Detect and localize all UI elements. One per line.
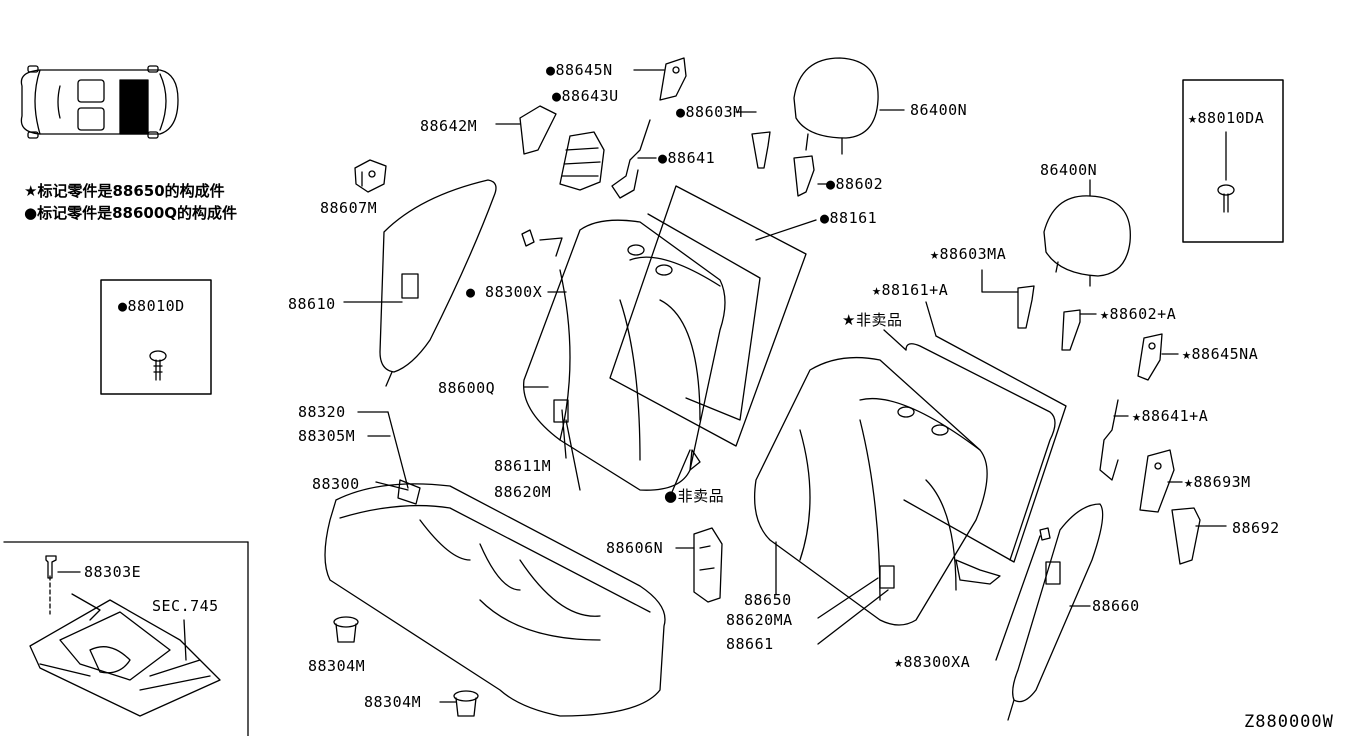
bolt-88010DA-icon <box>1217 131 1235 213</box>
part-86400N-headrest-1 <box>793 57 905 155</box>
part-88610-shape <box>343 179 497 387</box>
label-88660: 88660 <box>1092 597 1140 615</box>
inset-box-88010D <box>100 279 212 395</box>
label-88611M: 88611M <box>494 457 552 475</box>
label-86400N-b: 86400N <box>1040 161 1098 179</box>
label-88641: ●88641 <box>658 149 716 167</box>
part-88692-shape <box>1171 507 1227 565</box>
legend-dot-line: ●标记零件是88600Q的构成件 <box>24 204 238 222</box>
part-88602A-shape <box>1061 309 1097 351</box>
label-88607M: 88607M <box>320 199 378 217</box>
label-88010DA: ★88010DA <box>1188 109 1265 127</box>
part-88606N-shape <box>675 527 723 603</box>
part-88643U-shape <box>559 131 605 191</box>
label-88161: ●88161 <box>820 209 878 227</box>
part-88645N-shape <box>633 57 687 101</box>
label-88641A: ★88641+A <box>1132 407 1209 425</box>
label-88320: 88320 <box>298 403 346 421</box>
label-88305M: 88305M <box>298 427 356 445</box>
part-88641-shape <box>611 119 657 199</box>
part-88300XA-shape <box>995 527 1051 661</box>
label-88603M: ●88603M <box>676 103 743 121</box>
part-88161A-frame <box>883 301 1067 585</box>
label-88645NA: ★88645NA <box>1182 345 1259 363</box>
part-88600Q-shape <box>523 219 726 491</box>
part-88650-seatback <box>753 356 988 626</box>
label-88650: 88650 <box>744 591 792 609</box>
label-88300XA: ★88300XA <box>894 653 971 671</box>
part-88304M-grommet-2 <box>439 690 479 717</box>
label-88610: 88610 <box>288 295 336 313</box>
label-not-sold-1: ●非卖品 <box>664 487 725 505</box>
label-88300: 88300 <box>312 475 360 493</box>
part-88300-cushion <box>324 411 666 717</box>
part-88603M-shape <box>735 111 771 169</box>
part-88304M-grommet-1 <box>333 616 359 643</box>
diagram-code: Z880000W <box>1244 712 1334 732</box>
label-88620MA: 88620MA <box>726 611 793 629</box>
label-88692: 88692 <box>1232 519 1280 537</box>
label-88600Q: 88600Q <box>438 379 496 397</box>
label-88602: ●88602 <box>826 175 884 193</box>
label-88661: 88661 <box>726 635 774 653</box>
part-88603MA-shape <box>981 269 1035 329</box>
label-not-sold-2: ★非卖品 <box>842 311 903 329</box>
label-88693M: ★88693M <box>1184 473 1251 491</box>
label-88304M-a: 88304M <box>308 657 366 675</box>
label-88602A: ★88602+A <box>1100 305 1177 323</box>
part-88642M-shape <box>495 105 557 155</box>
part-88161-frame <box>609 185 817 471</box>
label-88620M: 88620M <box>494 483 552 501</box>
part-88641A-shape <box>1099 399 1129 481</box>
part-88300X-shape <box>521 229 563 257</box>
label-88642M: 88642M <box>420 117 478 135</box>
label-88645N: ●88645N <box>546 61 613 79</box>
label-88010D: ●88010D <box>118 297 185 315</box>
part-88645NA-shape <box>1137 333 1179 381</box>
part-88693M-shape <box>1139 449 1183 513</box>
bolt-88010D-icon <box>149 350 167 381</box>
part-88660-shape <box>1007 503 1104 721</box>
label-88606N: 88606N <box>606 539 664 557</box>
label-88304M-b: 88304M <box>364 693 422 711</box>
legend-star-line: ★标记零件是88650的构成件 <box>24 182 225 200</box>
sec745-floor-inset <box>3 541 249 736</box>
part-88607M-shape <box>354 159 387 193</box>
part-86400N-headrest-2 <box>1043 179 1131 287</box>
label-88300X: ● 88300X <box>466 283 543 301</box>
part-88602-shape <box>793 155 835 197</box>
label-88303E: 88303E <box>84 563 142 581</box>
label-88643U: ●88643U <box>552 87 619 105</box>
label-88603MA: ★88603MA <box>930 245 1007 263</box>
inset-box-88010DA <box>1182 79 1284 243</box>
label-86400N-a: 86400N <box>910 101 968 119</box>
label-88161A: ★88161+A <box>872 281 949 299</box>
label-sec745: SEC.745 <box>152 597 219 615</box>
car-locator-icon <box>20 65 179 139</box>
